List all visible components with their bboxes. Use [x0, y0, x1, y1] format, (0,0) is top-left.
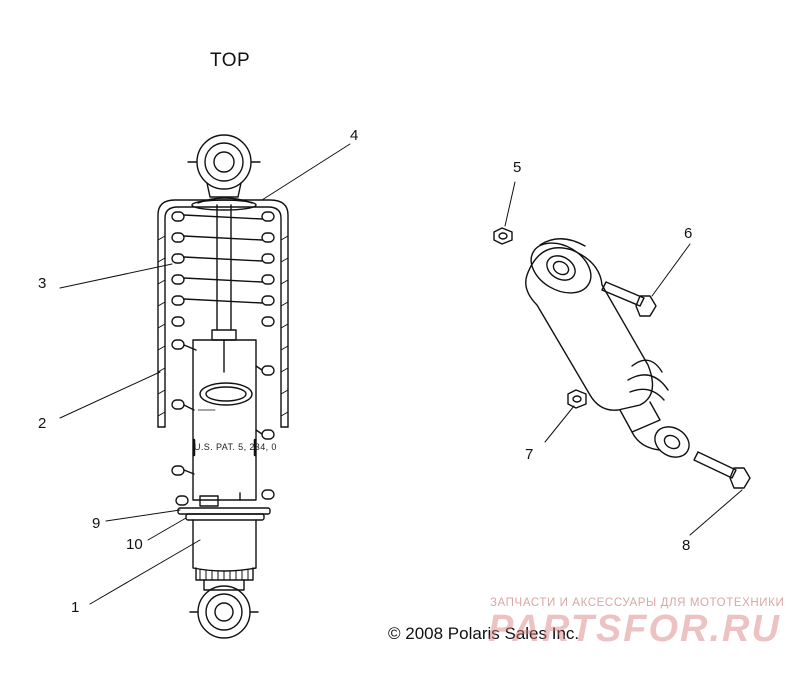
bolt-part-8 [693, 451, 751, 489]
shock-cover-boot [157, 199, 289, 428]
callout-4: 4 [350, 127, 359, 144]
nut-part-5 [493, 227, 513, 245]
view-orientation-label: TOP [210, 50, 251, 71]
nut-part-7 [567, 389, 587, 409]
patent-imprint: U.S. PAT. 5, 234, 0 [194, 442, 277, 452]
callout-9: 9 [92, 515, 101, 532]
callout-2: 2 [38, 415, 47, 432]
spring-seat-collar [177, 507, 271, 521]
piston-rod [211, 204, 237, 341]
watermark-brand: PARTSFOR.RU [488, 608, 781, 650]
bottom-eye-mount [189, 585, 259, 639]
bolt-part-6 [601, 281, 657, 317]
callout-10: 10 [126, 536, 143, 553]
watermark-caption: ЗАПЧАСТИ И АКСЕССУАРЫ ДЛЯ МОТОТЕХНИКИ [490, 597, 785, 609]
leader-lines [59, 143, 743, 605]
lower-body [192, 519, 257, 591]
callout-6: 6 [684, 225, 693, 242]
shock-body [192, 339, 257, 507]
top-eye-mount [187, 134, 261, 198]
callout-5: 5 [513, 159, 522, 176]
callout-1: 1 [71, 599, 80, 616]
assembled-shock [525, 238, 690, 458]
callout-3: 3 [38, 275, 47, 292]
callout-8: 8 [682, 537, 691, 554]
callout-7: 7 [525, 446, 534, 463]
coil-spring [171, 211, 275, 506]
copyright-notice: © 2008 Polaris Sales Inc. [388, 624, 580, 643]
